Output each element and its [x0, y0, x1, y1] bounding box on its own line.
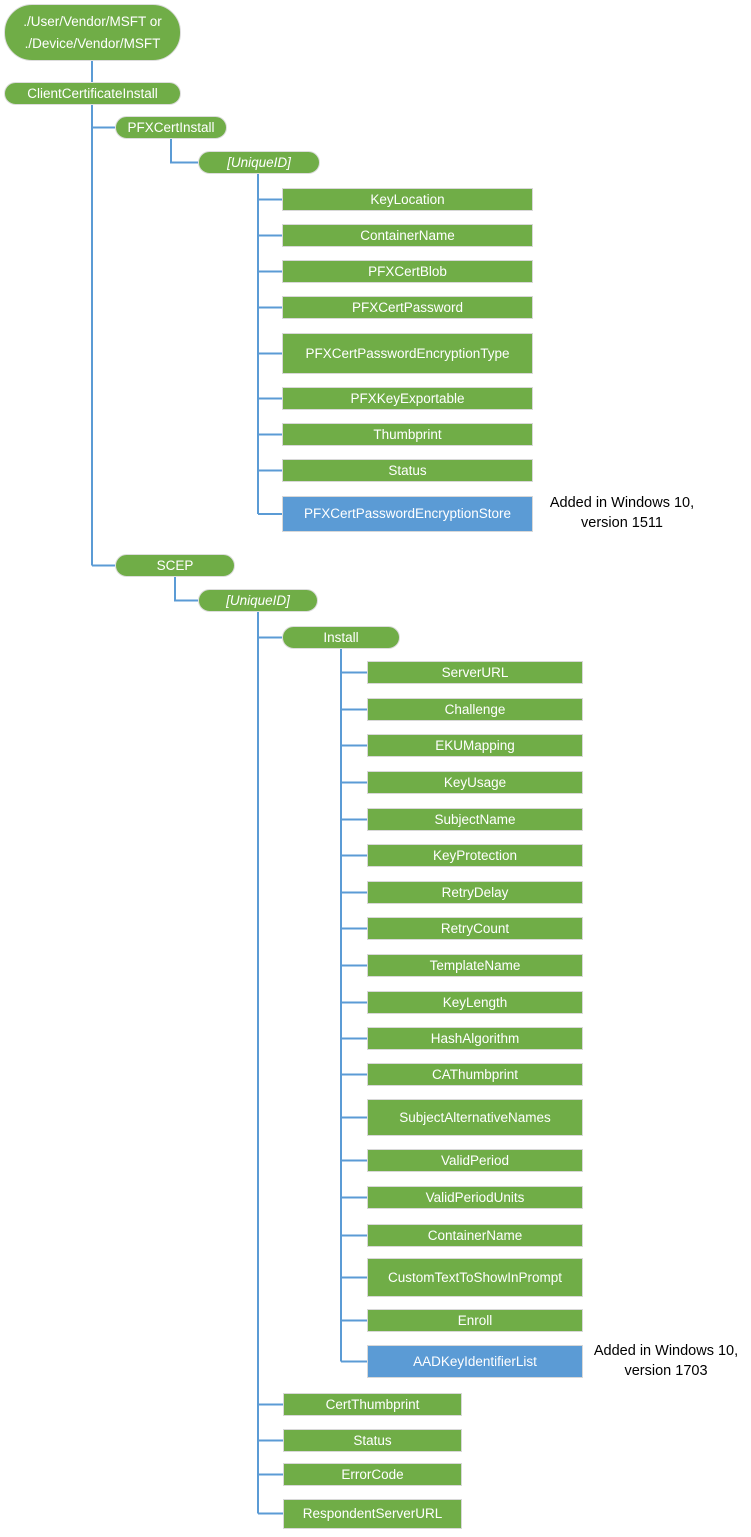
node-challenge: Challenge	[367, 698, 583, 721]
node-scep: SCEP	[115, 554, 235, 577]
node-uniqueid-scep: [UniqueID]	[198, 589, 318, 612]
node-pfxkeyexportable: PFXKeyExportable	[282, 387, 533, 410]
node-retrydelay: RetryDelay	[367, 881, 583, 904]
node-install: Install	[282, 626, 400, 649]
node-pfxcertpassword: PFXCertPassword	[282, 296, 533, 319]
node-aadkeyidentifierlist: AADKeyIdentifierList	[367, 1345, 583, 1378]
node-pfxcertblob: PFXCertBlob	[282, 260, 533, 283]
node-customtexttoshowinprompt: CustomTextToShowInPrompt	[367, 1258, 583, 1297]
node-cathumbprint: CAThumbprint	[367, 1063, 583, 1086]
node-clientcertificateinstall: ClientCertificateInstall	[4, 82, 181, 105]
node-respondentserverurl: RespondentServerURL	[283, 1499, 462, 1529]
node-serverurl: ServerURL	[367, 661, 583, 684]
node-keyprotection: KeyProtection	[367, 844, 583, 867]
node-pfxcertinstall: PFXCertInstall	[115, 116, 227, 139]
node-subjectalternativenames: SubjectAlternativeNames	[367, 1099, 583, 1136]
node-validperiod: ValidPeriod	[367, 1149, 583, 1172]
node-hashalgorithm: HashAlgorithm	[367, 1027, 583, 1050]
node-validperiodunits: ValidPeriodUnits	[367, 1186, 583, 1209]
node-retrycount: RetryCount	[367, 917, 583, 940]
node-root-path: ./User/Vendor/MSFT or ./Device/Vendor/MS…	[4, 4, 181, 61]
node-keylength: KeyLength	[367, 991, 583, 1014]
node-status-scep: Status	[283, 1429, 462, 1452]
node-templatename: TemplateName	[367, 954, 583, 977]
node-certthumbprint: CertThumbprint	[283, 1393, 462, 1416]
node-enroll: Enroll	[367, 1309, 583, 1332]
node-ekumapping: EKUMapping	[367, 734, 583, 757]
note-added-windows10-1703: Added in Windows 10, version 1703	[593, 1343, 739, 1379]
note-added-windows10-1511: Added in Windows 10, version 1511	[549, 495, 695, 531]
node-containername-scep: ContainerName	[367, 1224, 583, 1247]
node-keyusage: KeyUsage	[367, 771, 583, 794]
node-containername-pfx: ContainerName	[282, 224, 533, 247]
node-status-pfx: Status	[282, 459, 533, 482]
node-thumbprint: Thumbprint	[282, 423, 533, 446]
node-keylocation: KeyLocation	[282, 188, 533, 211]
node-pfxcertpasswordencryptionstore: PFXCertPasswordEncryptionStore	[282, 496, 533, 532]
node-pfxcertpasswordencryptiontype: PFXCertPasswordEncryptionType	[282, 333, 533, 374]
node-uniqueid-pfx: [UniqueID]	[198, 151, 320, 174]
node-subjectname: SubjectName	[367, 808, 583, 831]
node-errorcode: ErrorCode	[283, 1463, 462, 1486]
